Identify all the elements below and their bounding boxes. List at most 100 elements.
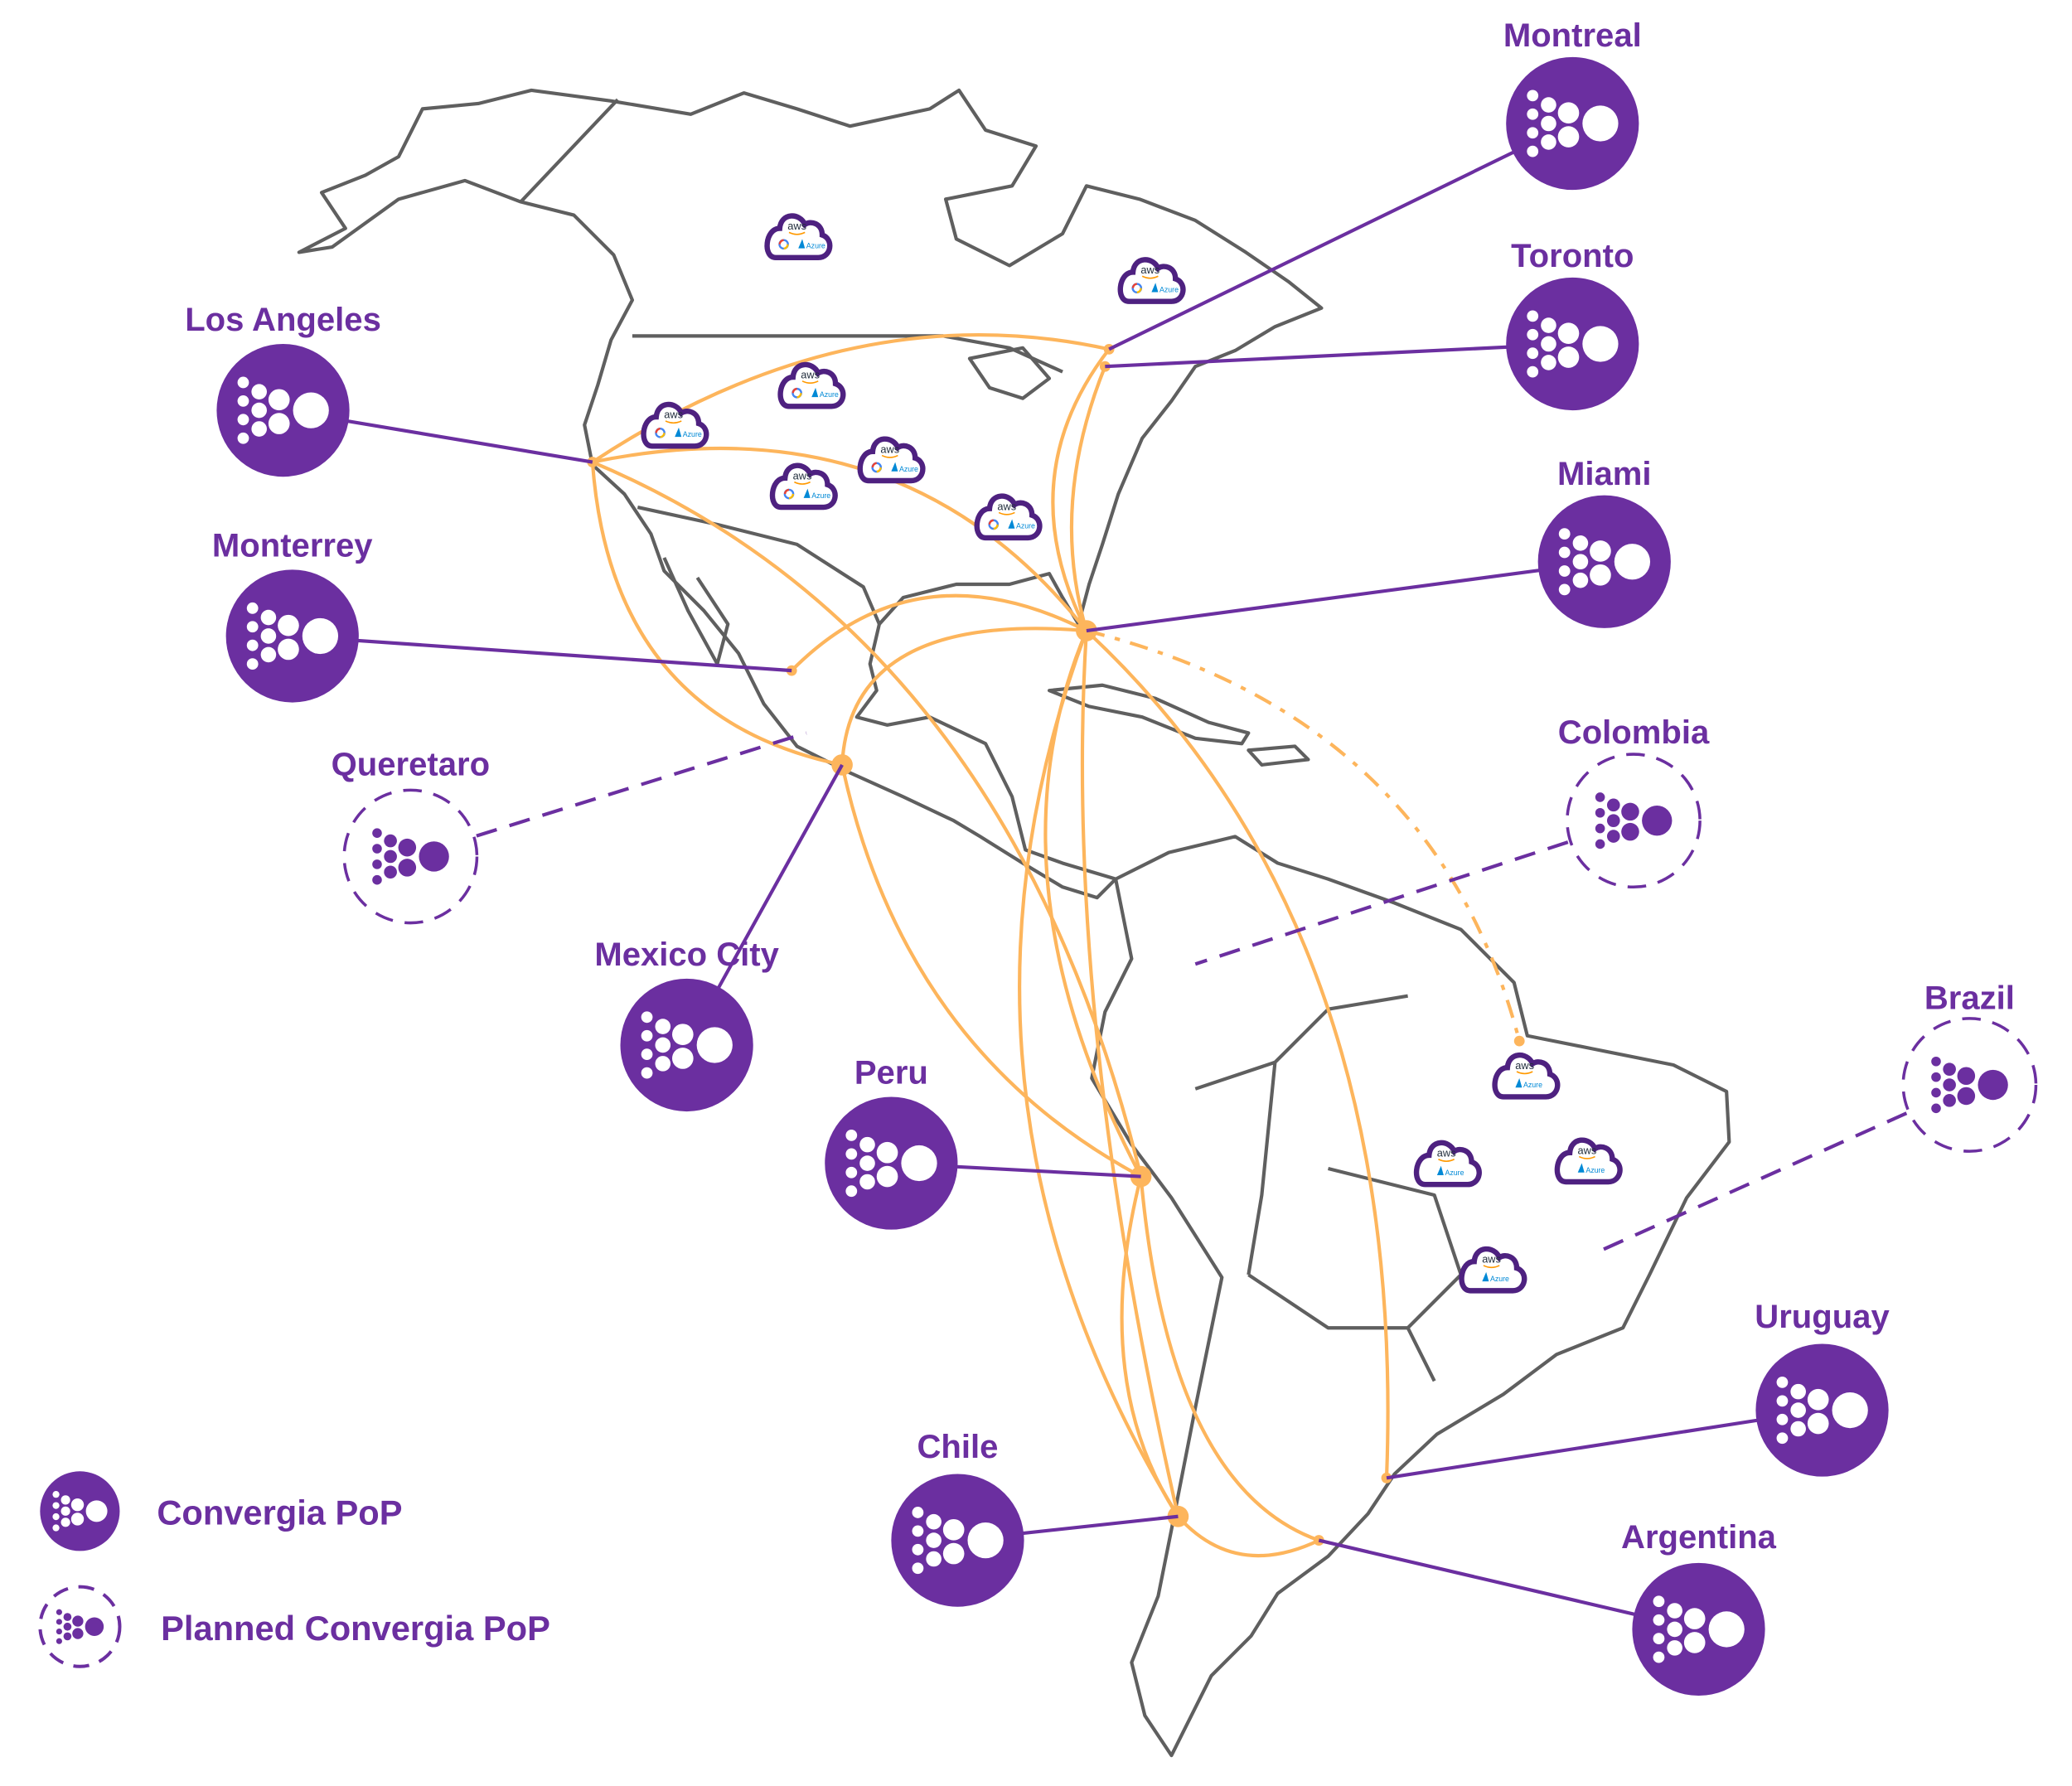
pop-argentina[interactable]: Argentina <box>1621 1519 1777 1696</box>
route-arc <box>1080 630 1180 1517</box>
link-montreal <box>1108 122 1574 351</box>
legend-active-label: Convergia PoP <box>157 1493 402 1532</box>
aws-logo-icon: aws <box>997 500 1016 512</box>
azure-logo-icon <box>1151 283 1159 293</box>
pop-label: Brazil <box>1924 980 2015 1017</box>
azure-label: Azure <box>1490 1275 1509 1283</box>
aws-smile-icon <box>1141 275 1159 279</box>
pop-markers: MontrealTorontoMiamiColombiaBrazilUrugua… <box>185 17 2038 1696</box>
pop-los-angeles[interactable]: Los Angeles <box>185 302 381 477</box>
route-arc <box>1086 629 1522 1042</box>
us-canada-border <box>632 334 1063 374</box>
pop-label: Los Angeles <box>185 302 381 338</box>
south-america-outline <box>1090 835 1731 1758</box>
aws-logo-icon: aws <box>664 409 683 421</box>
google-cloud-icon <box>988 519 1000 530</box>
azure-logo-icon <box>798 239 806 249</box>
aws-logo-icon: aws <box>801 369 820 381</box>
azure-label: Azure <box>1523 1081 1542 1089</box>
link-uruguay <box>1386 1408 1823 1480</box>
azure-logo-icon <box>1008 519 1015 529</box>
cuba-outline <box>1047 683 1251 746</box>
link-queretaro <box>409 731 807 859</box>
route-arc <box>790 593 1087 672</box>
azure-logo-icon <box>891 462 898 472</box>
legend: Convergia PoP Planned Convergia PoP <box>38 1471 550 1668</box>
cloud-icon <box>1459 1246 1527 1294</box>
azure-label: Azure <box>811 491 830 500</box>
aws-smile-icon <box>998 511 1015 515</box>
cloud-icon <box>777 361 846 409</box>
planned-pop-icon <box>342 788 479 925</box>
aws-logo-icon: aws <box>787 220 806 232</box>
azure-label: Azure <box>1159 285 1179 293</box>
cloud-icon <box>857 436 926 484</box>
aws-logo-icon: aws <box>793 469 812 482</box>
aws-smile-icon <box>788 231 806 235</box>
route-arc <box>1018 630 1180 1517</box>
pop-label: Montreal <box>1503 17 1642 54</box>
aws-logo-icon: aws <box>1578 1144 1597 1156</box>
azure-label: Azure <box>820 390 839 399</box>
pop-toronto[interactable]: Toronto <box>1506 238 1639 411</box>
hispaniola-outline <box>1247 744 1310 767</box>
pop-label: Monterrey <box>212 527 373 564</box>
route-arc <box>840 627 1087 765</box>
pop-miami[interactable]: Miami <box>1537 456 1671 628</box>
azure-label: Azure <box>1016 522 1035 530</box>
continent-outlines <box>297 88 1731 1758</box>
planned-pop-icon <box>1901 1017 2038 1153</box>
pop-chile[interactable]: Chile <box>891 1429 1024 1607</box>
us-mexico-border <box>637 506 881 625</box>
pop-label: Colombia <box>1558 714 1710 751</box>
active-pop-icon <box>825 1096 958 1230</box>
pop-peru[interactable]: Peru <box>825 1054 958 1230</box>
google-cloud-icon <box>778 239 789 250</box>
active-pop-icon <box>1537 495 1671 628</box>
route-arcs <box>587 333 1525 1558</box>
route-arc <box>1120 1176 1180 1517</box>
south-america-borders <box>1194 994 1463 1382</box>
google-cloud-icon <box>783 488 795 500</box>
baja-peninsula <box>662 557 730 666</box>
pop-uruguay[interactable]: Uruguay <box>1755 1299 1890 1477</box>
pop-label: Peru <box>854 1054 928 1091</box>
cloud-icon <box>974 493 1043 541</box>
aws-smile-icon <box>881 454 898 458</box>
google-cloud-icon <box>792 387 802 399</box>
link-miami <box>1086 559 1605 633</box>
azure-label: Azure <box>683 430 702 438</box>
pop-monterrey[interactable]: Monterrey <box>212 527 373 703</box>
cloud-icon <box>1413 1140 1482 1188</box>
aws-logo-icon: aws <box>1482 1253 1501 1266</box>
azure-label: Azure <box>806 242 825 250</box>
aws-smile-icon <box>665 420 682 424</box>
azure-logo-icon <box>675 427 682 438</box>
planned-pop-icon <box>1566 753 1702 889</box>
pop-brazil[interactable]: Brazil <box>1901 980 2038 1153</box>
pop-montreal[interactable]: Montreal <box>1503 17 1642 191</box>
route-node <box>1099 361 1111 372</box>
pop-colombia[interactable]: Colombia <box>1558 714 1710 889</box>
active-pop-icon <box>1506 56 1639 191</box>
pop-queretaro[interactable]: Queretaro <box>332 747 490 925</box>
route-arc <box>1139 1176 1319 1542</box>
aws-smile-icon <box>1438 1159 1455 1162</box>
azure-logo-icon <box>803 488 811 498</box>
active-pop-icon <box>891 1474 1024 1607</box>
route-node <box>1513 1035 1525 1047</box>
aws-smile-icon <box>794 481 811 485</box>
legend-active: Convergia PoP <box>40 1471 403 1551</box>
route-arc <box>1176 1515 1320 1558</box>
azure-logo-icon <box>1577 1163 1585 1173</box>
pop-mexico-city[interactable]: Mexico City <box>594 937 780 1112</box>
